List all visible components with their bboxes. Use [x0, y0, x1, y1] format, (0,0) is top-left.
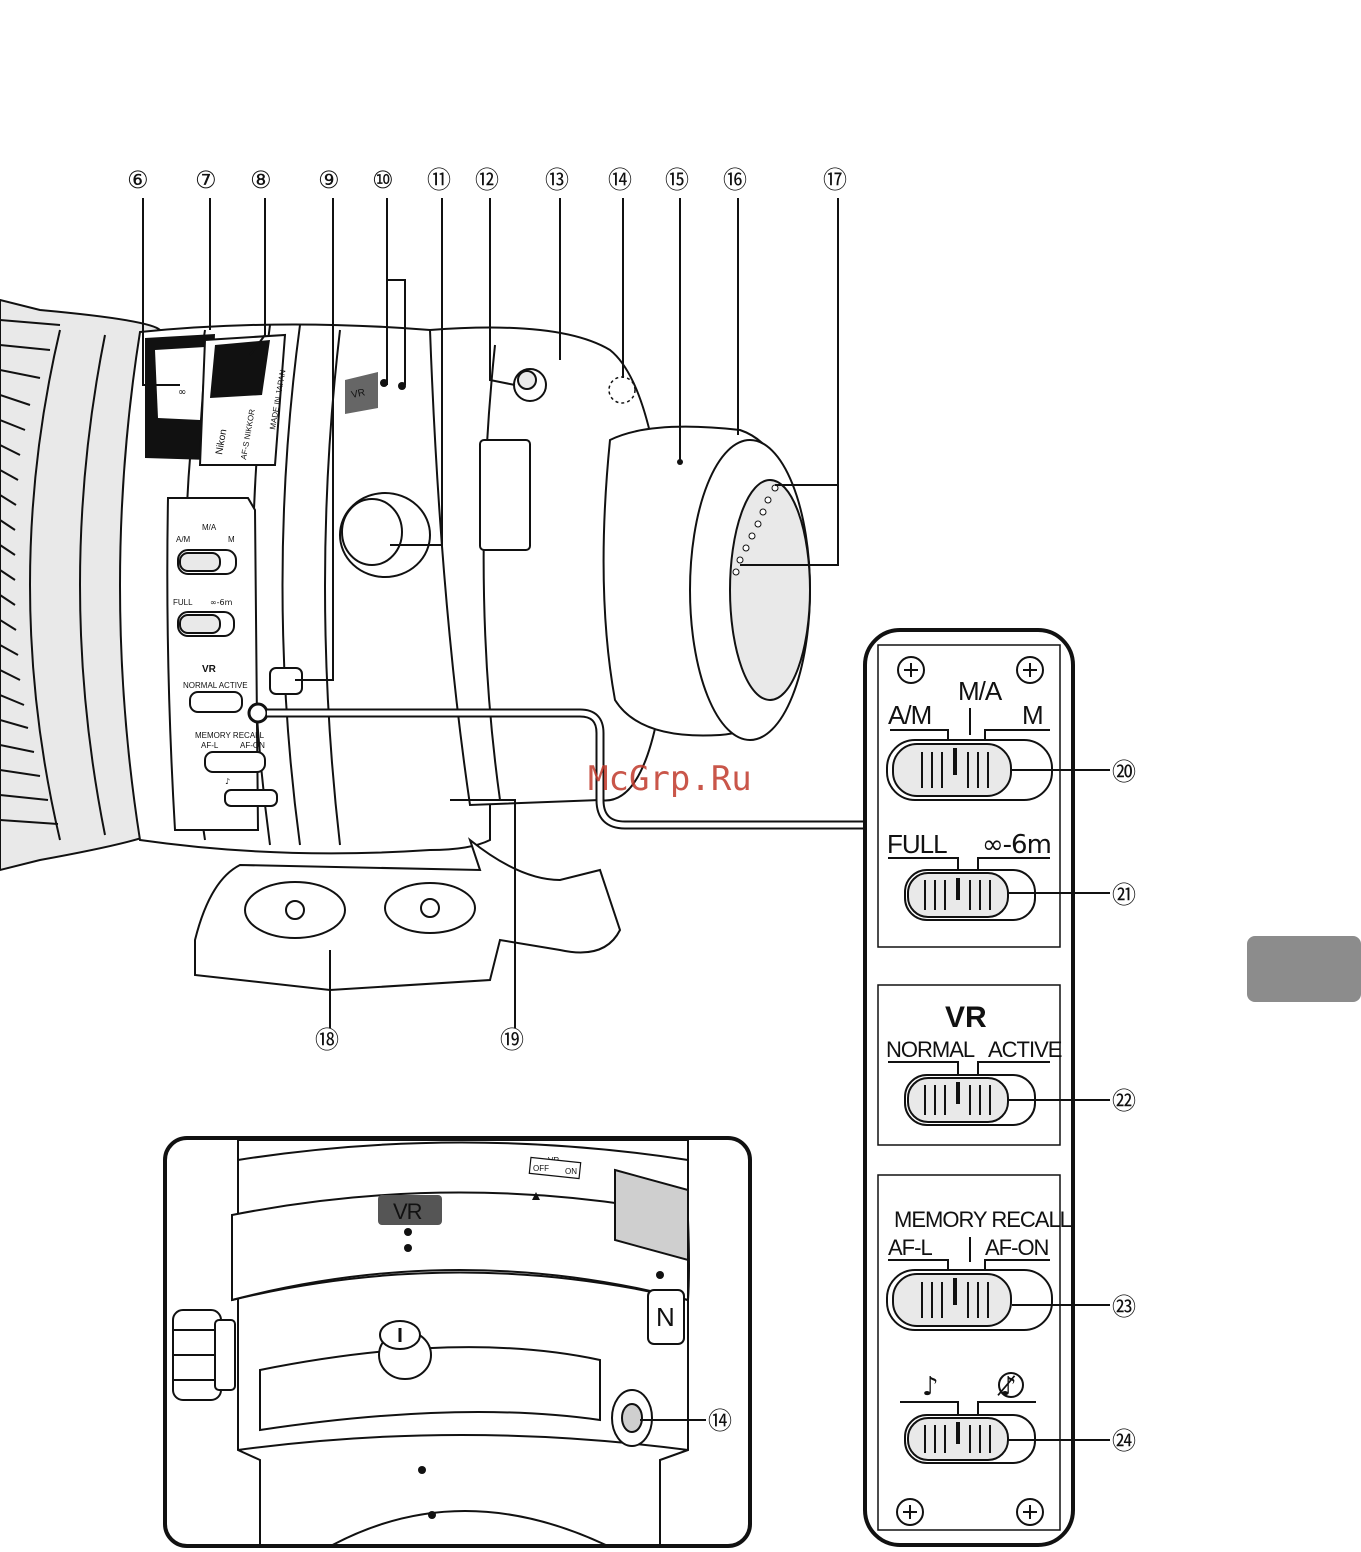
beep-on-icon: ♪	[922, 1372, 938, 1402]
callout-8: ⑧	[250, 166, 272, 194]
focus-limit-left-label: FULL	[887, 829, 947, 859]
vr-right-label: ACTIVE	[988, 1037, 1062, 1062]
callout-17: ⑰	[823, 166, 847, 194]
callout-22: ㉒	[1112, 1087, 1136, 1115]
inset-vr-badge: VR	[378, 1195, 442, 1225]
inset-panel: VR VR OFF ON	[165, 1138, 750, 1552]
focus-mode-right-label: M	[1022, 700, 1043, 730]
callout-13: ⑬	[545, 166, 569, 194]
focus-mode-left-label: A/M	[888, 700, 931, 730]
focus-mode-center-label: M/A	[958, 676, 1003, 706]
memory-left-label: AF-L	[888, 1235, 932, 1260]
memory-top-label: MEMORY RECALL	[894, 1207, 1072, 1232]
svg-text:AF-ON: AF-ON	[240, 741, 265, 750]
callout-6: ⑥	[127, 166, 149, 194]
lens-mount	[604, 427, 810, 740]
callout-24: ㉔	[1112, 1427, 1136, 1455]
svg-text:VR: VR	[202, 664, 217, 675]
inset-socket	[612, 1390, 652, 1446]
svg-text:OFF: OFF	[533, 1164, 549, 1173]
svg-text:∞-6m: ∞-6m	[210, 598, 233, 607]
inset-mount-mark: N	[648, 1290, 684, 1344]
inset-collar-knob	[173, 1310, 235, 1400]
callout-12: ⑫	[475, 166, 499, 194]
callout-21: ㉑	[1112, 881, 1136, 909]
svg-text:ON: ON	[565, 1167, 577, 1176]
callout-20: ⑳	[1112, 758, 1136, 786]
callout-11: ⑪	[427, 166, 451, 194]
vr-left-label: NORMAL	[886, 1037, 975, 1062]
collar-lock-knob	[340, 493, 430, 577]
locking-screw	[514, 369, 546, 401]
svg-text:MEMORY RECALL: MEMORY RECALL	[195, 731, 265, 740]
callout-7: ⑦	[195, 166, 217, 194]
svg-text:M/A: M/A	[202, 523, 217, 532]
lens-nameplate: Nikon AF-S NIKKOR MADE IN JAPAN	[200, 335, 288, 465]
lens-illustration: ∞ Nikon AF-S NIKKOR MADE IN JAPAN VR M/A…	[0, 300, 810, 990]
section-tab	[1247, 936, 1361, 1002]
memory-right-label: AF-ON	[985, 1235, 1049, 1260]
svg-text:∞: ∞	[178, 387, 186, 398]
svg-text:A/M: A/M	[176, 535, 191, 544]
focus-limit-right-label: ∞-6m	[982, 830, 1051, 860]
svg-text:FULL: FULL	[173, 598, 193, 607]
svg-text:VR: VR	[393, 1199, 422, 1224]
svg-text:M: M	[228, 535, 235, 544]
svg-text:NORMAL ACTIVE: NORMAL ACTIVE	[183, 681, 248, 690]
callout-10: ⑩	[372, 166, 394, 194]
callout-23: ㉓	[1112, 1293, 1136, 1321]
svg-text:N: N	[656, 1302, 674, 1332]
callout-19: ⑲	[500, 1026, 524, 1054]
callout-15: ⑮	[665, 166, 689, 194]
switch-panel: M/A A/M M ⑳ FULL ∞-6m ㉑	[865, 630, 1136, 1545]
callout-16: ⑯	[723, 166, 747, 194]
callout-14: ⑭	[608, 166, 632, 194]
callout-9: ⑨	[318, 166, 340, 194]
svg-text:AF-L: AF-L	[201, 741, 219, 750]
callout-14-inset: ⑭	[708, 1407, 732, 1435]
watermark-text: McGrp.Ru	[588, 759, 752, 799]
callout-18: ⑱	[315, 1026, 339, 1054]
tripod-foot	[195, 840, 620, 990]
svg-text:♪: ♪	[225, 777, 230, 786]
vr-title-label: VR	[945, 1001, 987, 1034]
